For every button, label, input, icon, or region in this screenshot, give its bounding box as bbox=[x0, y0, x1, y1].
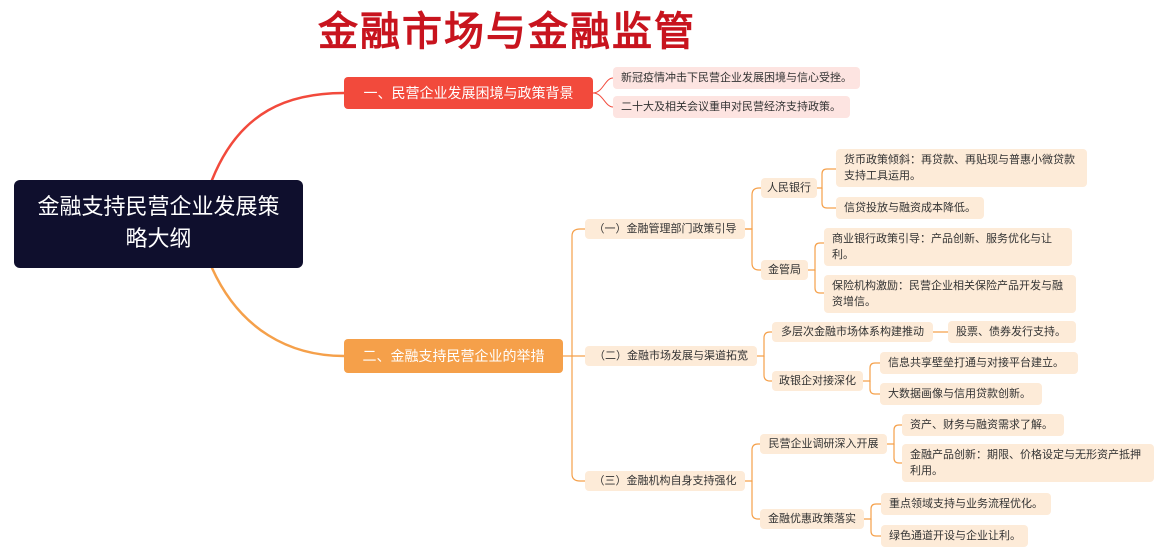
leaf-needs-survey[interactable]: 资产、财务与融资需求了解。 bbox=[902, 414, 1064, 436]
leaf-insurance-incentive[interactable]: 保险机构激励：民营企业相关保险产品开发与融资增信。 bbox=[824, 275, 1076, 313]
link-root-branch1 bbox=[210, 91, 346, 182]
leaf-key-areas[interactable]: 重点领域支持与业务流程优化。 bbox=[881, 493, 1051, 515]
node-fsa[interactable]: 金管局 bbox=[761, 260, 808, 280]
branch-financial-measures[interactable]: 二、金融支持民营企业的举措 bbox=[344, 339, 563, 373]
leaf-bank-guidance[interactable]: 商业银行政策引导：产品创新、服务优化与让利。 bbox=[824, 228, 1072, 266]
node-capital-market[interactable]: 多层次金融市场体系构建推动 bbox=[772, 322, 933, 342]
leaf-policy-support[interactable]: 二十大及相关会议重申对民营经济支持政策。 bbox=[613, 96, 850, 118]
node-gov-bank-enterprise[interactable]: 政银企对接深化 bbox=[772, 371, 863, 391]
link-root-branch2 bbox=[210, 266, 346, 358]
leaf-product-innovation[interactable]: 金融产品创新：期限、价格设定与无形资产抵押利用。 bbox=[902, 444, 1154, 482]
page-title: 金融市场与金融监管 bbox=[318, 8, 696, 55]
leaf-info-sharing[interactable]: 信息共享壁垒打通与对接平台建立。 bbox=[880, 352, 1078, 374]
node-pboc[interactable]: 人民银行 bbox=[761, 178, 817, 198]
leaf-credit-cost[interactable]: 信贷投放与融资成本降低。 bbox=[836, 197, 984, 219]
leaf-covid-impact[interactable]: 新冠疫情冲击下民营企业发展困境与信心受挫。 bbox=[613, 67, 860, 89]
sub-regulator-guidance[interactable]: （一）金融管理部门政策引导 bbox=[585, 219, 745, 239]
node-preferential-policy[interactable]: 金融优惠政策落实 bbox=[760, 509, 864, 529]
leaf-stock-bond[interactable]: 股票、债券发行支持。 bbox=[948, 321, 1076, 343]
sub-market-channels[interactable]: （二）金融市场发展与渠道拓宽 bbox=[585, 346, 757, 366]
leaf-monetary-policy[interactable]: 货币政策倾斜：再贷款、再贴现与普惠小微贷款支持工具运用。 bbox=[836, 149, 1087, 187]
node-enterprise-research[interactable]: 民营企业调研深入开展 bbox=[760, 434, 887, 454]
leaf-green-channel[interactable]: 绿色通道开设与企业让利。 bbox=[881, 525, 1028, 547]
leaf-big-data-credit[interactable]: 大数据画像与信用贷款创新。 bbox=[880, 383, 1042, 405]
sub-institution-support[interactable]: （三）金融机构自身支持强化 bbox=[585, 471, 745, 491]
root-node[interactable]: 金融支持民营企业发展策略大纲 bbox=[14, 180, 303, 268]
branch-policy-background[interactable]: 一、民营企业发展困境与政策背景 bbox=[344, 77, 593, 109]
